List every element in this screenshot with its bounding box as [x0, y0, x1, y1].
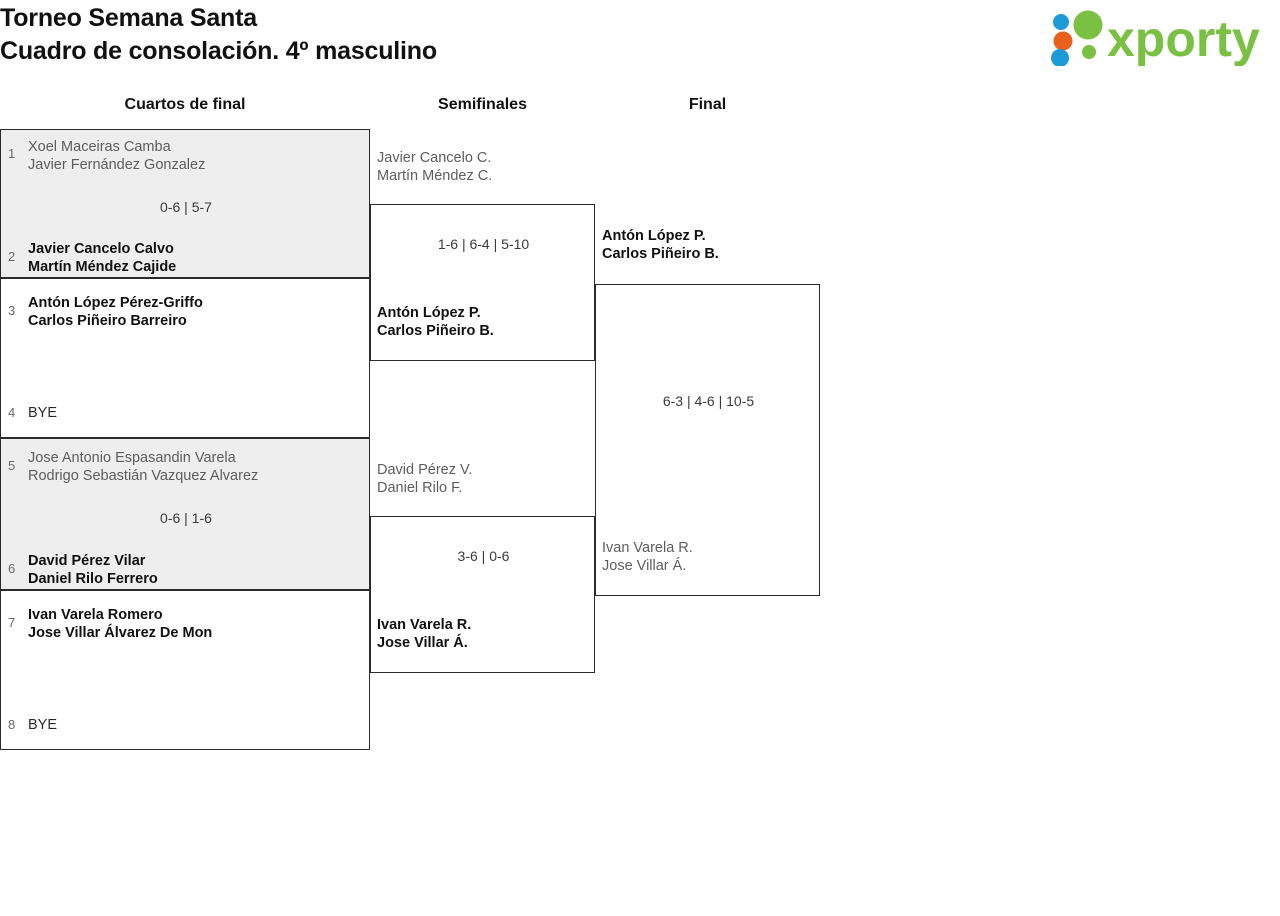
seed-number: 2	[8, 249, 16, 264]
xporty-logo[interactable]: xporty	[1044, 8, 1274, 66]
player-name-2: Javier Fernández Gonzalez	[28, 157, 206, 173]
match-quarterfinal-4[interactable]: 7 Ivan Varela Romero Jose Villar Álvarez…	[0, 590, 370, 750]
tournament-subtitle: Cuadro de consolación. 4º masculino	[0, 37, 437, 65]
team-slot-top: David Pérez V. Daniel Rilo F.	[377, 461, 472, 497]
logo-dots	[1051, 10, 1103, 66]
seed-number: 6	[8, 561, 16, 576]
team-slot-bottom: BYE	[28, 404, 57, 422]
team-slot-bottom: David Pérez Vilar Daniel Rilo Ferrero	[28, 552, 158, 588]
seed-number: 8	[8, 717, 16, 732]
player-name-1: David Pérez V.	[377, 462, 473, 478]
player-name-1: Antón López P.	[377, 305, 481, 321]
team-slot-bottom: Javier Cancelo Calvo Martín Méndez Cajid…	[28, 240, 176, 276]
player-name-2: Carlos Piñeiro B.	[602, 246, 719, 262]
player-name-1: Antón López Pérez-Griffo	[28, 295, 203, 311]
team-slot-bottom: Antón López P. Carlos Piñeiro B.	[377, 304, 494, 340]
page-title: Torneo Semana Santa Cuadro de consolació…	[0, 2, 437, 68]
match-quarterfinal-1[interactable]: 1 Xoel Maceiras Camba Javier Fernández G…	[0, 129, 370, 278]
player-name-1: Ivan Varela R.	[377, 617, 472, 633]
round-header-semifinals: Semifinales	[438, 96, 527, 113]
player-name-2: Martín Méndez Cajide	[28, 259, 177, 275]
team-slot-bottom: Ivan Varela R. Jose Villar Á.	[602, 539, 693, 575]
player-name-1: Javier Cancelo Calvo	[28, 241, 174, 257]
player-name-2: Carlos Piñeiro B.	[377, 323, 494, 339]
seed-number: 4	[8, 405, 16, 420]
player-name-2: Rodrigo Sebastián Vazquez Alvarez	[28, 468, 259, 484]
team-slot-top: Xoel Maceiras Camba Javier Fernández Gon…	[28, 138, 205, 174]
team-slot-top: Antón López Pérez-Griffo Carlos Piñeiro …	[28, 294, 203, 330]
player-name-1: Antón López P.	[602, 228, 706, 244]
team-slot-top: Jose Antonio Espasandin Varela Rodrigo S…	[28, 449, 258, 485]
logo-wordmark: xporty	[1107, 11, 1260, 66]
seed-number: 5	[8, 458, 16, 473]
player-name-1: Ivan Varela Romero	[28, 607, 163, 623]
seed-number: 3	[8, 303, 16, 318]
player-name-2: Jose Villar Álvarez De Mon	[28, 625, 213, 641]
player-name-1: David Pérez Vilar	[28, 553, 146, 569]
team-slot-bottom: BYE	[28, 716, 57, 734]
player-name-2: Daniel Rilo Ferrero	[28, 571, 158, 587]
player-name-2: Carlos Piñeiro Barreiro	[28, 313, 187, 329]
match-score: 6-3 | 4-6 | 10-5	[662, 393, 755, 409]
player-name-2: Martín Méndez C.	[377, 168, 493, 184]
match-quarterfinal-2[interactable]: 3 Antón López Pérez-Griffo Carlos Piñeir…	[0, 278, 370, 438]
tournament-name: Torneo Semana Santa	[0, 4, 257, 32]
match-semifinal-2[interactable]: David Pérez V. Daniel Rilo F. 3-6 | 0-6 …	[370, 462, 595, 673]
seed-number: 7	[8, 615, 16, 630]
team-slot-top: Antón López P. Carlos Piñeiro B.	[602, 227, 719, 263]
match-semifinal-1[interactable]: Javier Cancelo C. Martín Méndez C. 1-6 |…	[370, 150, 595, 361]
match-score: 0-6 | 5-7	[160, 199, 212, 215]
player-name-1: BYE	[28, 405, 58, 421]
match-score: 3-6 | 0-6	[457, 548, 510, 564]
player-name-1: BYE	[28, 717, 58, 733]
match-score: 0-6 | 1-6	[160, 510, 212, 526]
player-name-1: Ivan Varela R.	[602, 540, 693, 556]
player-name-2: Jose Villar Á.	[377, 635, 468, 651]
team-slot-top: Javier Cancelo C. Martín Méndez C.	[377, 149, 492, 185]
round-header-quarterfinals: Cuartos de final	[124, 96, 246, 113]
team-slot-top: Ivan Varela Romero Jose Villar Álvarez D…	[28, 606, 212, 642]
match-quarterfinal-3[interactable]: 5 Jose Antonio Espasandin Varela Rodrigo…	[0, 438, 370, 590]
team-slot-bottom: Ivan Varela R. Jose Villar Á.	[377, 616, 471, 652]
player-name-1: Javier Cancelo C.	[377, 150, 492, 166]
round-header-final: Final	[688, 96, 727, 113]
player-name-1: Xoel Maceiras Camba	[28, 139, 171, 155]
match-final[interactable]: Antón López P. Carlos Piñeiro B. 6-3 | 4…	[595, 228, 820, 596]
player-name-1: Jose Antonio Espasandin Varela	[28, 450, 236, 466]
player-name-2: Daniel Rilo F.	[377, 480, 463, 496]
seed-number: 1	[8, 146, 16, 161]
player-name-2: Jose Villar Á.	[602, 558, 687, 574]
match-score: 1-6 | 6-4 | 5-10	[437, 236, 530, 252]
